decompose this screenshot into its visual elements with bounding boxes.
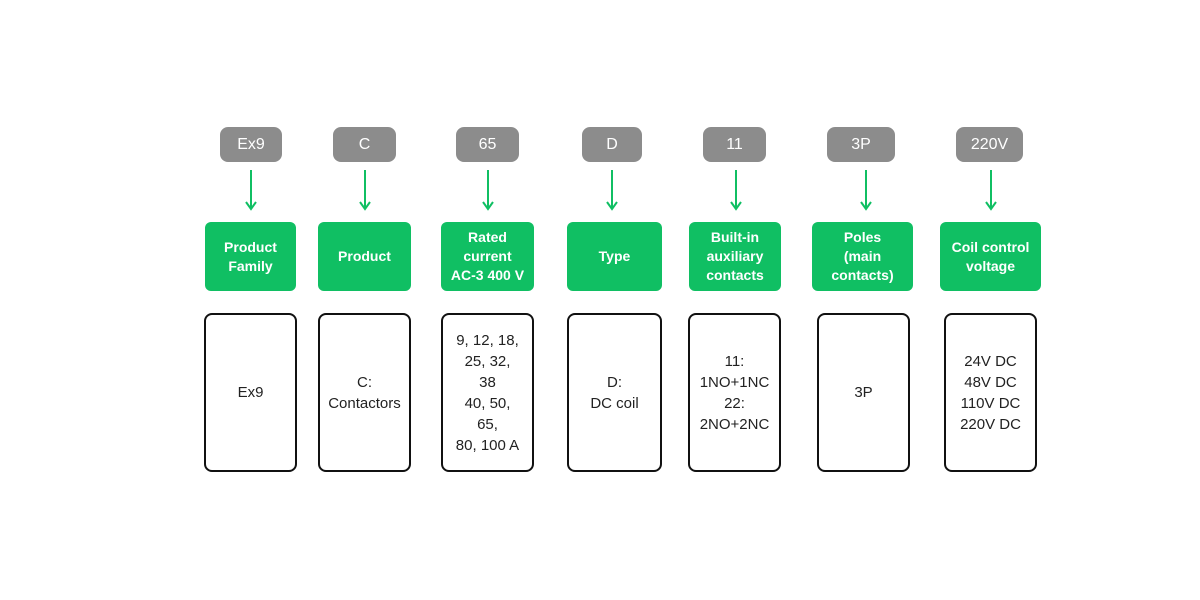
value-poles: 3P xyxy=(817,313,910,472)
value-rated-current: 9, 12, 18, 25, 32, 38 40, 50, 65, 80, 10… xyxy=(441,313,534,472)
value-coil-voltage: 24V DC 48V DC 110V DC 220V DC xyxy=(944,313,1037,472)
arrow-down-icon xyxy=(860,170,872,212)
code-pill-coil-voltage: 220V xyxy=(956,127,1023,162)
arrow-down-icon xyxy=(482,170,494,212)
code-pill-rated-current: 65 xyxy=(456,127,519,162)
label-product-family: Product Family xyxy=(205,222,296,291)
label-poles: Poles (main contacts) xyxy=(812,222,913,291)
value-product: C: Contactors xyxy=(318,313,411,472)
code-pill-type: D xyxy=(582,127,642,162)
code-pill-poles: 3P xyxy=(827,127,895,162)
arrow-down-icon xyxy=(730,170,742,212)
code-pill-auxiliary-contacts: 11 xyxy=(703,127,766,162)
label-type: Type xyxy=(567,222,662,291)
arrow-down-icon xyxy=(359,170,371,212)
code-pill-product: C xyxy=(333,127,396,162)
label-rated-current: Rated current AC-3 400 V xyxy=(441,222,534,291)
label-coil-voltage: Coil control voltage xyxy=(940,222,1041,291)
label-auxiliary-contacts: Built-in auxiliary contacts xyxy=(689,222,781,291)
code-pill-product-family: Ex9 xyxy=(220,127,282,162)
value-product-family: Ex9 xyxy=(204,313,297,472)
arrow-down-icon xyxy=(606,170,618,212)
arrow-down-icon xyxy=(245,170,257,212)
arrow-down-icon xyxy=(985,170,997,212)
value-type: D: DC coil xyxy=(567,313,662,472)
value-auxiliary-contacts: 11: 1NO+1NC 22: 2NO+2NC xyxy=(688,313,781,472)
label-product: Product xyxy=(318,222,411,291)
